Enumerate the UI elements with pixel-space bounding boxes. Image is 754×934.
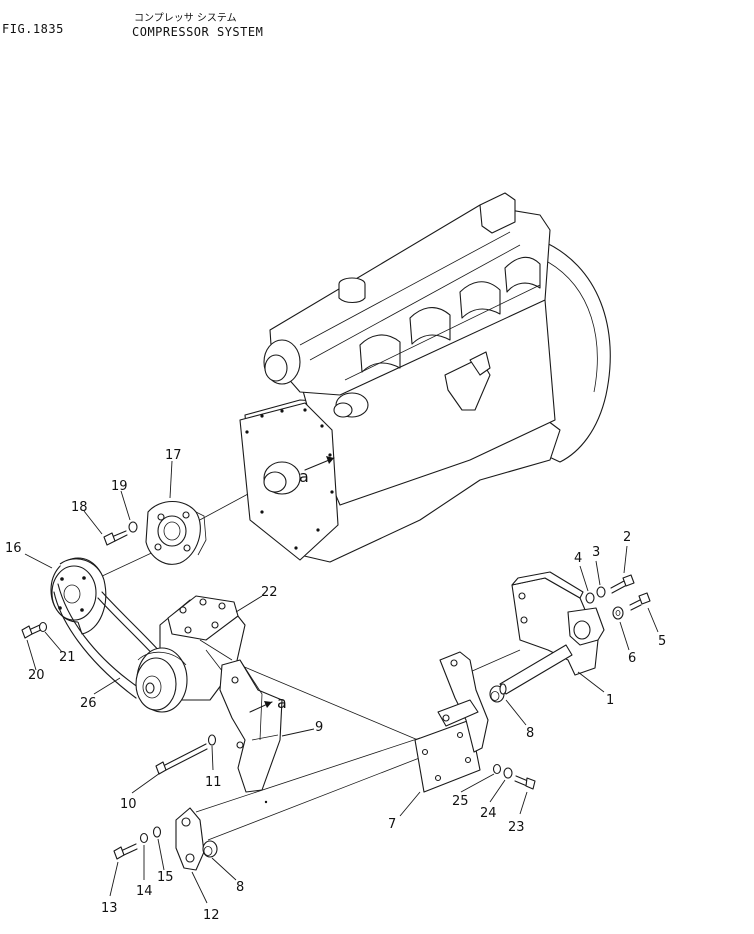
- view-a-marker-engine: a: [299, 467, 309, 486]
- callout-4: 4: [574, 551, 582, 566]
- callout-10: 10: [120, 797, 137, 812]
- bolt-10: [155, 743, 208, 775]
- callout-7: 7: [388, 817, 396, 832]
- callout-8-lower: 8: [236, 880, 244, 895]
- callout-11: 11: [205, 775, 222, 790]
- callout-leaders: [24, 460, 659, 904]
- bracket-9: a: [219, 659, 287, 804]
- callout-19: 19: [111, 479, 128, 494]
- washer-4: [585, 592, 595, 604]
- washer-21: [38, 621, 48, 633]
- bolt-23: [514, 775, 536, 790]
- callout-22: 22: [261, 585, 278, 600]
- bolt-2: [610, 574, 635, 594]
- callout-16: 16: [5, 541, 22, 556]
- callout-1: 1: [606, 693, 614, 708]
- washer-25: [492, 763, 502, 775]
- washer-14: [139, 832, 149, 844]
- callout-3: 3: [592, 545, 600, 560]
- bushing-8-lower: [202, 840, 218, 858]
- callout-5: 5: [658, 634, 666, 649]
- callout-24: 24: [480, 806, 497, 821]
- washer-6: [612, 606, 624, 620]
- callout-20: 20: [28, 668, 45, 683]
- callout-25: 25: [452, 794, 469, 809]
- callout-8-upper: 8: [526, 726, 534, 741]
- callout-26: 26: [80, 696, 97, 711]
- washer-15: [152, 826, 162, 838]
- callout-13: 13: [101, 901, 118, 916]
- washer-19: [128, 521, 138, 533]
- callout-12: 12: [203, 908, 220, 923]
- bolt-5: [629, 592, 651, 611]
- bracket-1: [499, 571, 605, 695]
- bolt-13: [113, 843, 138, 860]
- callout-18: 18: [71, 500, 88, 515]
- callout-6: 6: [628, 651, 636, 666]
- bolt-18: [103, 530, 128, 546]
- plate-7: [414, 651, 489, 793]
- washer-11: [207, 734, 217, 746]
- callout-2: 2: [623, 530, 631, 545]
- callout-9: 9: [315, 720, 323, 735]
- pulley-16: [50, 557, 107, 635]
- title-japanese: コンプレッサ システム: [134, 13, 237, 24]
- callout-15: 15: [157, 870, 174, 885]
- title-english: COMPRESSOR SYSTEM: [132, 25, 264, 39]
- callout-14: 14: [136, 884, 153, 899]
- engine-block: a: [239, 192, 611, 563]
- callout-17: 17: [165, 448, 182, 463]
- view-a-marker-bracket: a: [277, 693, 287, 712]
- callout-23: 23: [508, 820, 525, 835]
- washer-24: [503, 767, 513, 779]
- callout-21: 21: [59, 650, 76, 665]
- adapter-flange-17: [145, 500, 207, 565]
- link-12: [175, 807, 205, 871]
- washer-3: [596, 586, 606, 598]
- callout-numbers: 1 2 3 4 5 6 7 8 8 9 10 11 12 13 14 15 16…: [5, 448, 666, 923]
- figure-number: FIG.1835: [2, 22, 64, 36]
